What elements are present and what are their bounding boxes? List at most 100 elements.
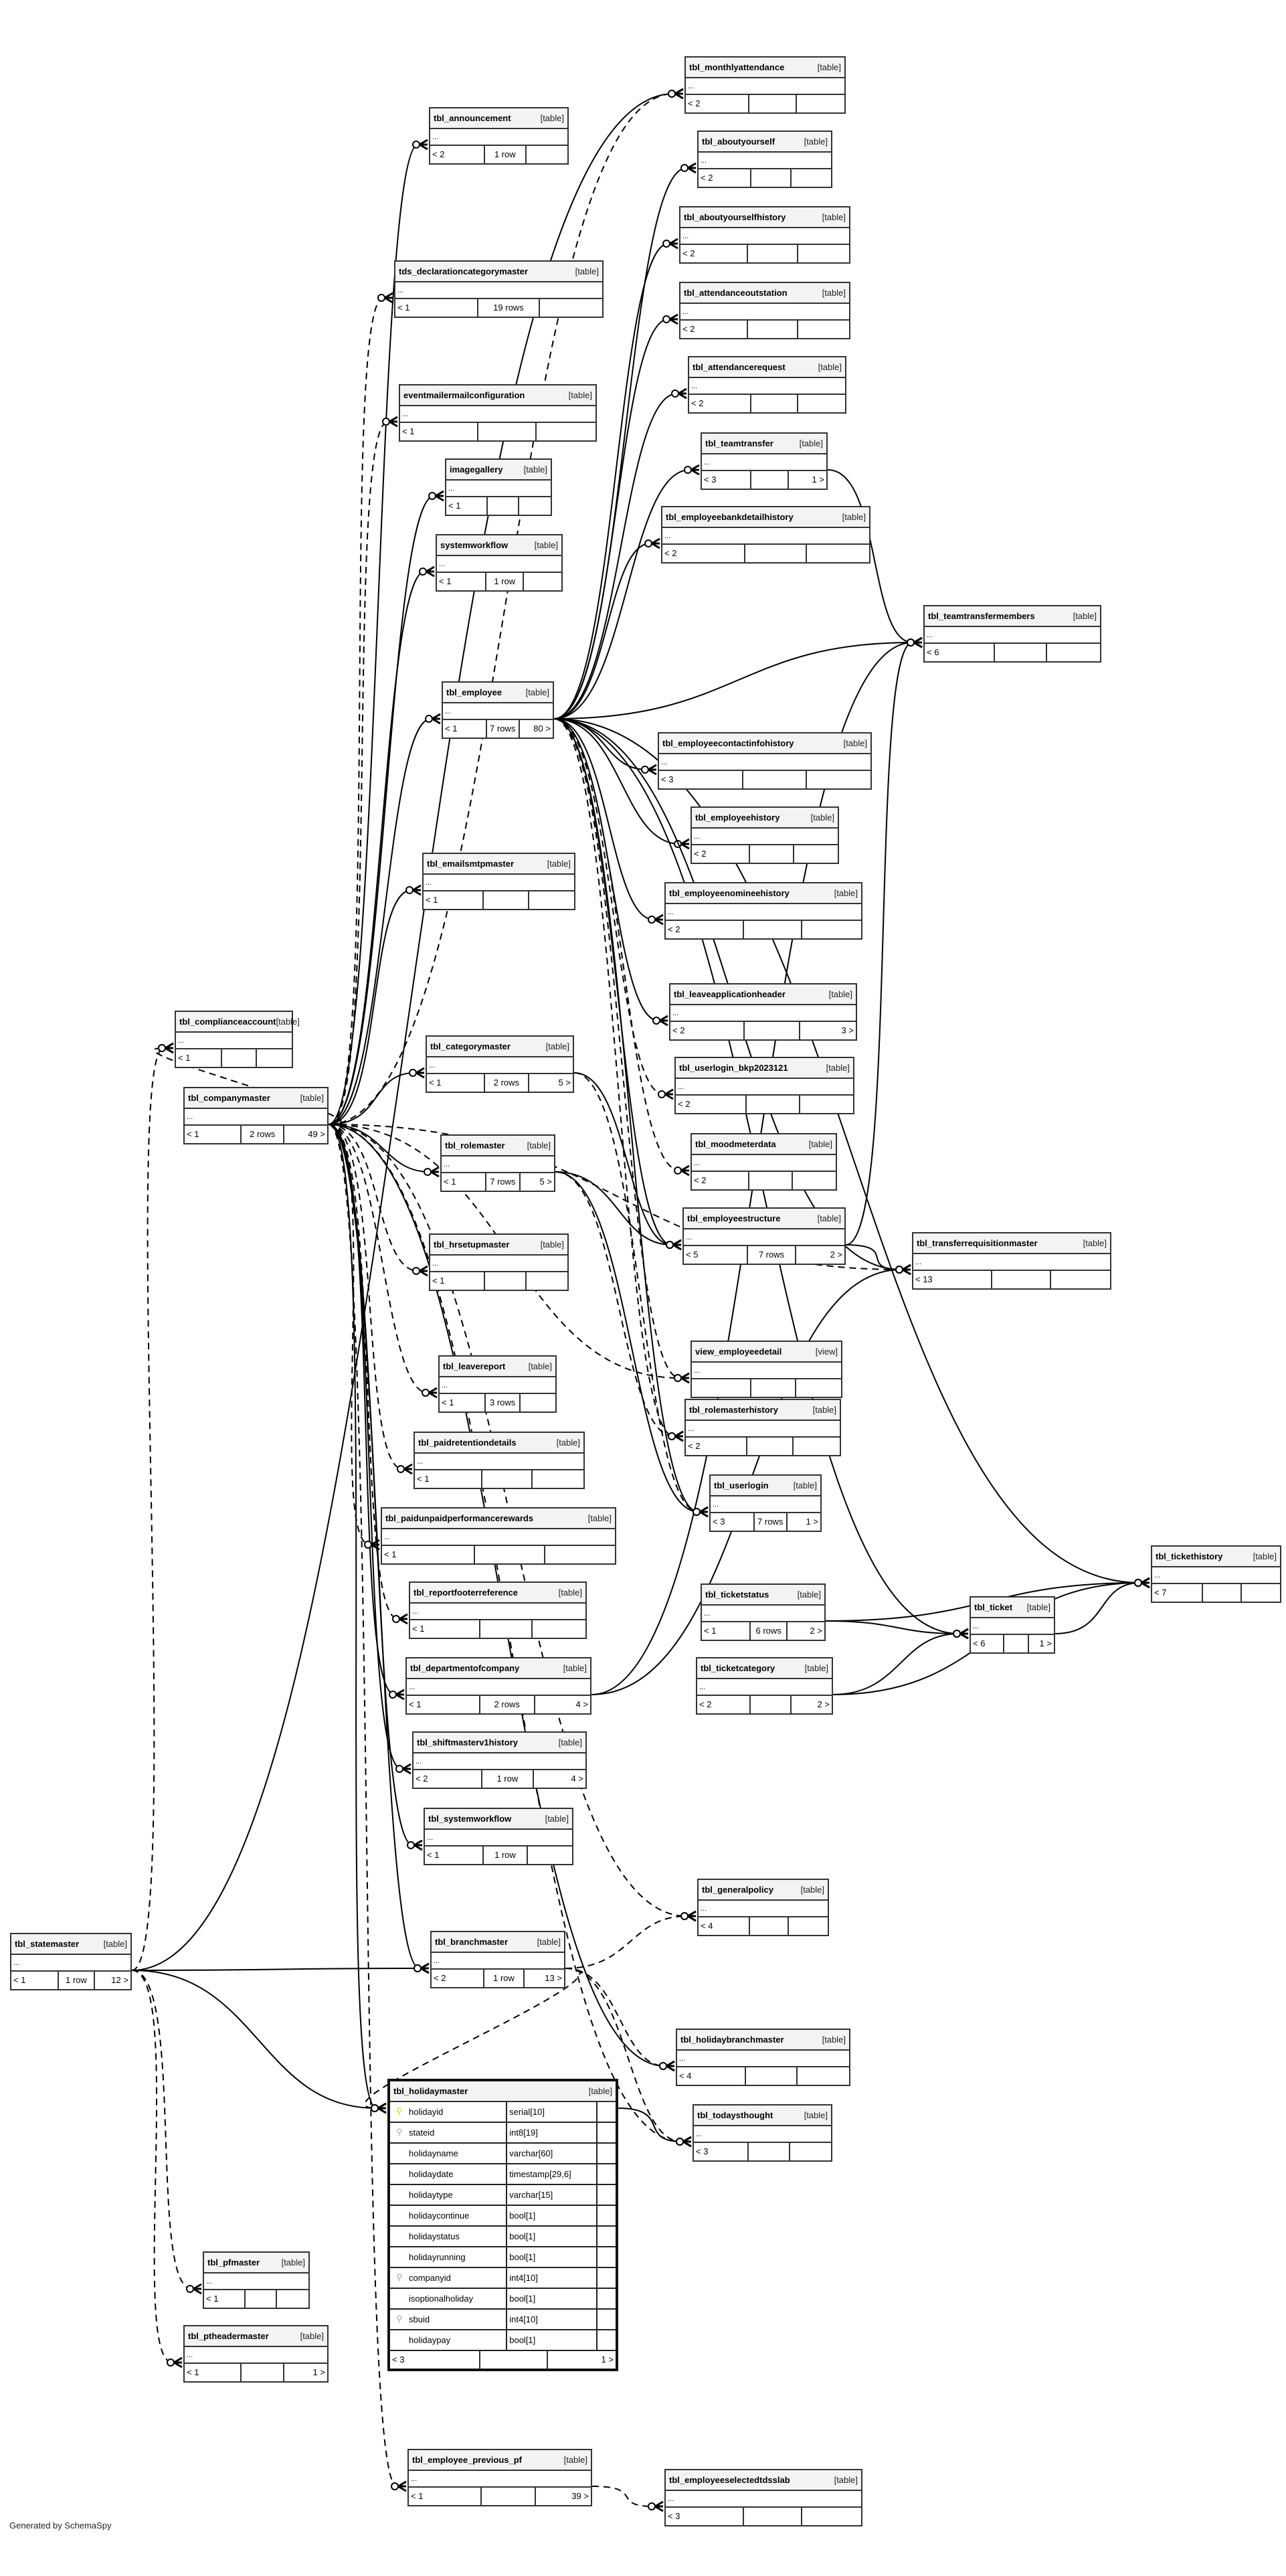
table-tbl-monthlyattendance[interactable]: tbl_monthlyattendance [table] ... < 2: [684, 56, 846, 114]
table-tbl-departmentofcompany[interactable]: tbl_departmentofcompany [table] ... < 1 …: [405, 1657, 591, 1715]
table-name[interactable]: tbl_holidaybranchmaster: [680, 2035, 784, 2045]
table-tbl-attendancerequest[interactable]: tbl_attendancerequest [table] ... < 2: [688, 356, 846, 414]
parents-link[interactable]: < 3: [711, 1513, 755, 1531]
table-tbl-ticket[interactable]: tbl_ticket [table] ... < 6 1 >: [970, 1596, 1055, 1654]
table-tbl-employeenomineehistory[interactable]: tbl_employeenomineehistory [table] ... <…: [664, 882, 862, 940]
table-systemworkflow[interactable]: systemworkflow [table] ... < 1 1 row: [436, 534, 563, 592]
table-name[interactable]: tbl_userlogin: [714, 1480, 769, 1490]
parents-link[interactable]: < 2: [680, 321, 748, 338]
parents-link[interactable]: < 4: [699, 1917, 751, 1935]
children-link[interactable]: [521, 1394, 555, 1411]
table-name[interactable]: tbl_reportfooterreference: [414, 1587, 519, 1598]
parents-link[interactable]: < 6: [925, 644, 995, 661]
table-tbl-employeeselectedtdsslab[interactable]: tbl_employeeselectedtdsslab [table] ... …: [664, 2469, 862, 2526]
table-tbl-shiftmasterv1history[interactable]: tbl_shiftmasterv1history [table] ... < 2…: [412, 1731, 587, 1789]
children-link[interactable]: [1051, 1271, 1110, 1288]
table-name[interactable]: tbl_companymaster: [188, 1093, 270, 1103]
table-name[interactable]: imagegallery: [450, 464, 503, 475]
parents-link[interactable]: < 13: [913, 1271, 992, 1288]
parents-link[interactable]: < 1: [409, 2488, 482, 2505]
table-name[interactable]: tbl_attendancerequest: [693, 362, 786, 372]
table-tbl-employeehistory[interactable]: tbl_employeehistory [table] ... < 2: [691, 806, 839, 864]
children-link[interactable]: [533, 1620, 585, 1638]
parents-link[interactable]: < 5: [684, 1246, 748, 1264]
parents-link[interactable]: < 2: [697, 1696, 751, 1713]
parents-link[interactable]: < 1: [427, 1074, 486, 1092]
table-tbl-aboutyourselfhistory[interactable]: tbl_aboutyourselfhistory [table] ... < 2: [679, 206, 850, 264]
parents-link[interactable]: < 3: [702, 471, 752, 489]
table-name[interactable]: tbl_paidunpaidperformancerewards: [385, 1513, 534, 1523]
table-tbl-ptheadermaster[interactable]: tbl_ptheadermaster [table] ... < 1 1 >: [183, 2325, 329, 2383]
parents-link[interactable]: < 1: [443, 720, 487, 738]
table-name[interactable]: tbl_holidaymaster: [393, 2086, 468, 2096]
children-link[interactable]: 13 >: [545, 1973, 562, 1983]
children-link[interactable]: [794, 1438, 840, 1455]
table-name[interactable]: tbl_employee_previous_pf: [412, 2455, 522, 2465]
table-tbl-employeecontactinfohistory[interactable]: tbl_employeecontactinfohistory [table] .…: [658, 732, 872, 790]
table-tds-declarationcategorymaster[interactable]: tds_declarationcategorymaster [table] ..…: [394, 260, 604, 318]
table-view-employeedetail[interactable]: view_employeedetail [view] ...: [691, 1341, 842, 1398]
table-name[interactable]: view_employeedetail: [695, 1347, 782, 1357]
children-link[interactable]: 2 >: [817, 1699, 830, 1709]
children-link[interactable]: 1 >: [601, 2354, 614, 2365]
table-name[interactable]: tbl_ticketcategory: [701, 1663, 775, 1673]
table-tbl-announcement[interactable]: tbl_announcement [table] ... < 2 1 row: [429, 107, 569, 165]
table-tbl-employeestructure[interactable]: tbl_employeestructure [table] ... < 5 7 …: [682, 1207, 846, 1265]
children-link[interactable]: [794, 845, 838, 863]
parents-link[interactable]: < 1: [424, 891, 484, 909]
children-link[interactable]: 4 >: [575, 1699, 588, 1709]
table-tbl-tickethistory[interactable]: tbl_tickethistory [table] ... < 7: [1151, 1545, 1281, 1603]
parents-link[interactable]: < 1: [415, 1470, 482, 1488]
children-link[interactable]: [807, 545, 869, 562]
parents-link[interactable]: < 1: [425, 1847, 484, 1864]
parents-link[interactable]: < 2: [662, 545, 745, 562]
table-name[interactable]: tbl_aboutyourselfhistory: [684, 212, 786, 222]
parents-link[interactable]: < 1: [440, 1394, 486, 1411]
parents-link[interactable]: < 6: [971, 1635, 1004, 1652]
children-link[interactable]: [789, 1917, 828, 1935]
table-tbl-ticketcategory[interactable]: tbl_ticketcategory [table] ... < 2 2 >: [696, 1657, 833, 1715]
children-link[interactable]: 4 >: [571, 1774, 583, 1784]
table-tbl-transferrequisitionmaster[interactable]: tbl_transferrequisitionmaster [table] ..…: [912, 1232, 1111, 1290]
table-name[interactable]: tbl_employeecontactinfohistory: [662, 738, 794, 748]
table-name[interactable]: tbl_complianceaccount: [179, 1017, 276, 1027]
parents-link[interactable]: < 1: [185, 2364, 242, 2381]
children-link[interactable]: [798, 245, 849, 262]
parents-link[interactable]: < 3: [659, 771, 744, 788]
parents-link[interactable]: < 2: [430, 146, 485, 163]
table-name[interactable]: tbl_leavereport: [443, 1361, 506, 1371]
table-name[interactable]: tbl_todaysthought: [697, 2110, 773, 2120]
children-link[interactable]: [527, 146, 568, 163]
table-tbl-statemaster[interactable]: tbl_statemaster [table] ... < 1 1 row 12…: [10, 1933, 132, 1990]
table-name[interactable]: tbl_employeestructure: [687, 1213, 781, 1223]
table-tbl-branchmaster[interactable]: tbl_branchmaster [table] ... < 2 1 row 1…: [430, 1931, 565, 1988]
table-name[interactable]: eventmailermailconfiguration: [403, 390, 525, 400]
children-link[interactable]: [798, 2067, 849, 2085]
table-name[interactable]: tbl_attendanceoutstation: [684, 288, 788, 298]
children-link[interactable]: 5 >: [558, 1078, 571, 1088]
parents-link[interactable]: < 2: [692, 1172, 749, 1189]
table-tbl-employeebankdetailhistory[interactable]: tbl_employeebankdetailhistory [table] ..…: [661, 506, 870, 564]
parents-link[interactable]: < 2: [699, 169, 752, 187]
children-link[interactable]: [277, 2290, 308, 2308]
parents-link[interactable]: < 1: [410, 1620, 480, 1638]
children-link[interactable]: [537, 423, 595, 440]
table-name[interactable]: tbl_tickethistory: [1156, 1551, 1223, 1561]
table-name[interactable]: tbl_ptheadermaster: [188, 2331, 269, 2341]
children-link[interactable]: [802, 2508, 861, 2525]
parents-link[interactable]: < 1: [400, 423, 478, 440]
table-name[interactable]: systemworkflow: [440, 540, 509, 550]
table-name[interactable]: tbl_monthlyattendance: [689, 62, 785, 72]
children-link[interactable]: [802, 921, 861, 938]
table-name[interactable]: tbl_ticket: [974, 1602, 1013, 1612]
parents-link[interactable]: < 1: [11, 1972, 60, 1989]
children-link[interactable]: [797, 95, 844, 112]
children-link[interactable]: [533, 1470, 583, 1488]
parents-link[interactable]: < 1: [430, 1272, 485, 1290]
parents-link[interactable]: < 3: [666, 2508, 744, 2525]
children-link[interactable]: 1 >: [1039, 1638, 1052, 1648]
table-tbl-holidaybranchmaster[interactable]: tbl_holidaybranchmaster [table] ... < 4: [676, 2029, 850, 2086]
table-tbl-rolemasterhistory[interactable]: tbl_rolemasterhistory [table] ... < 2: [684, 1399, 841, 1456]
children-link[interactable]: [796, 1379, 841, 1397]
parents-link[interactable]: < 1: [204, 2290, 246, 2308]
